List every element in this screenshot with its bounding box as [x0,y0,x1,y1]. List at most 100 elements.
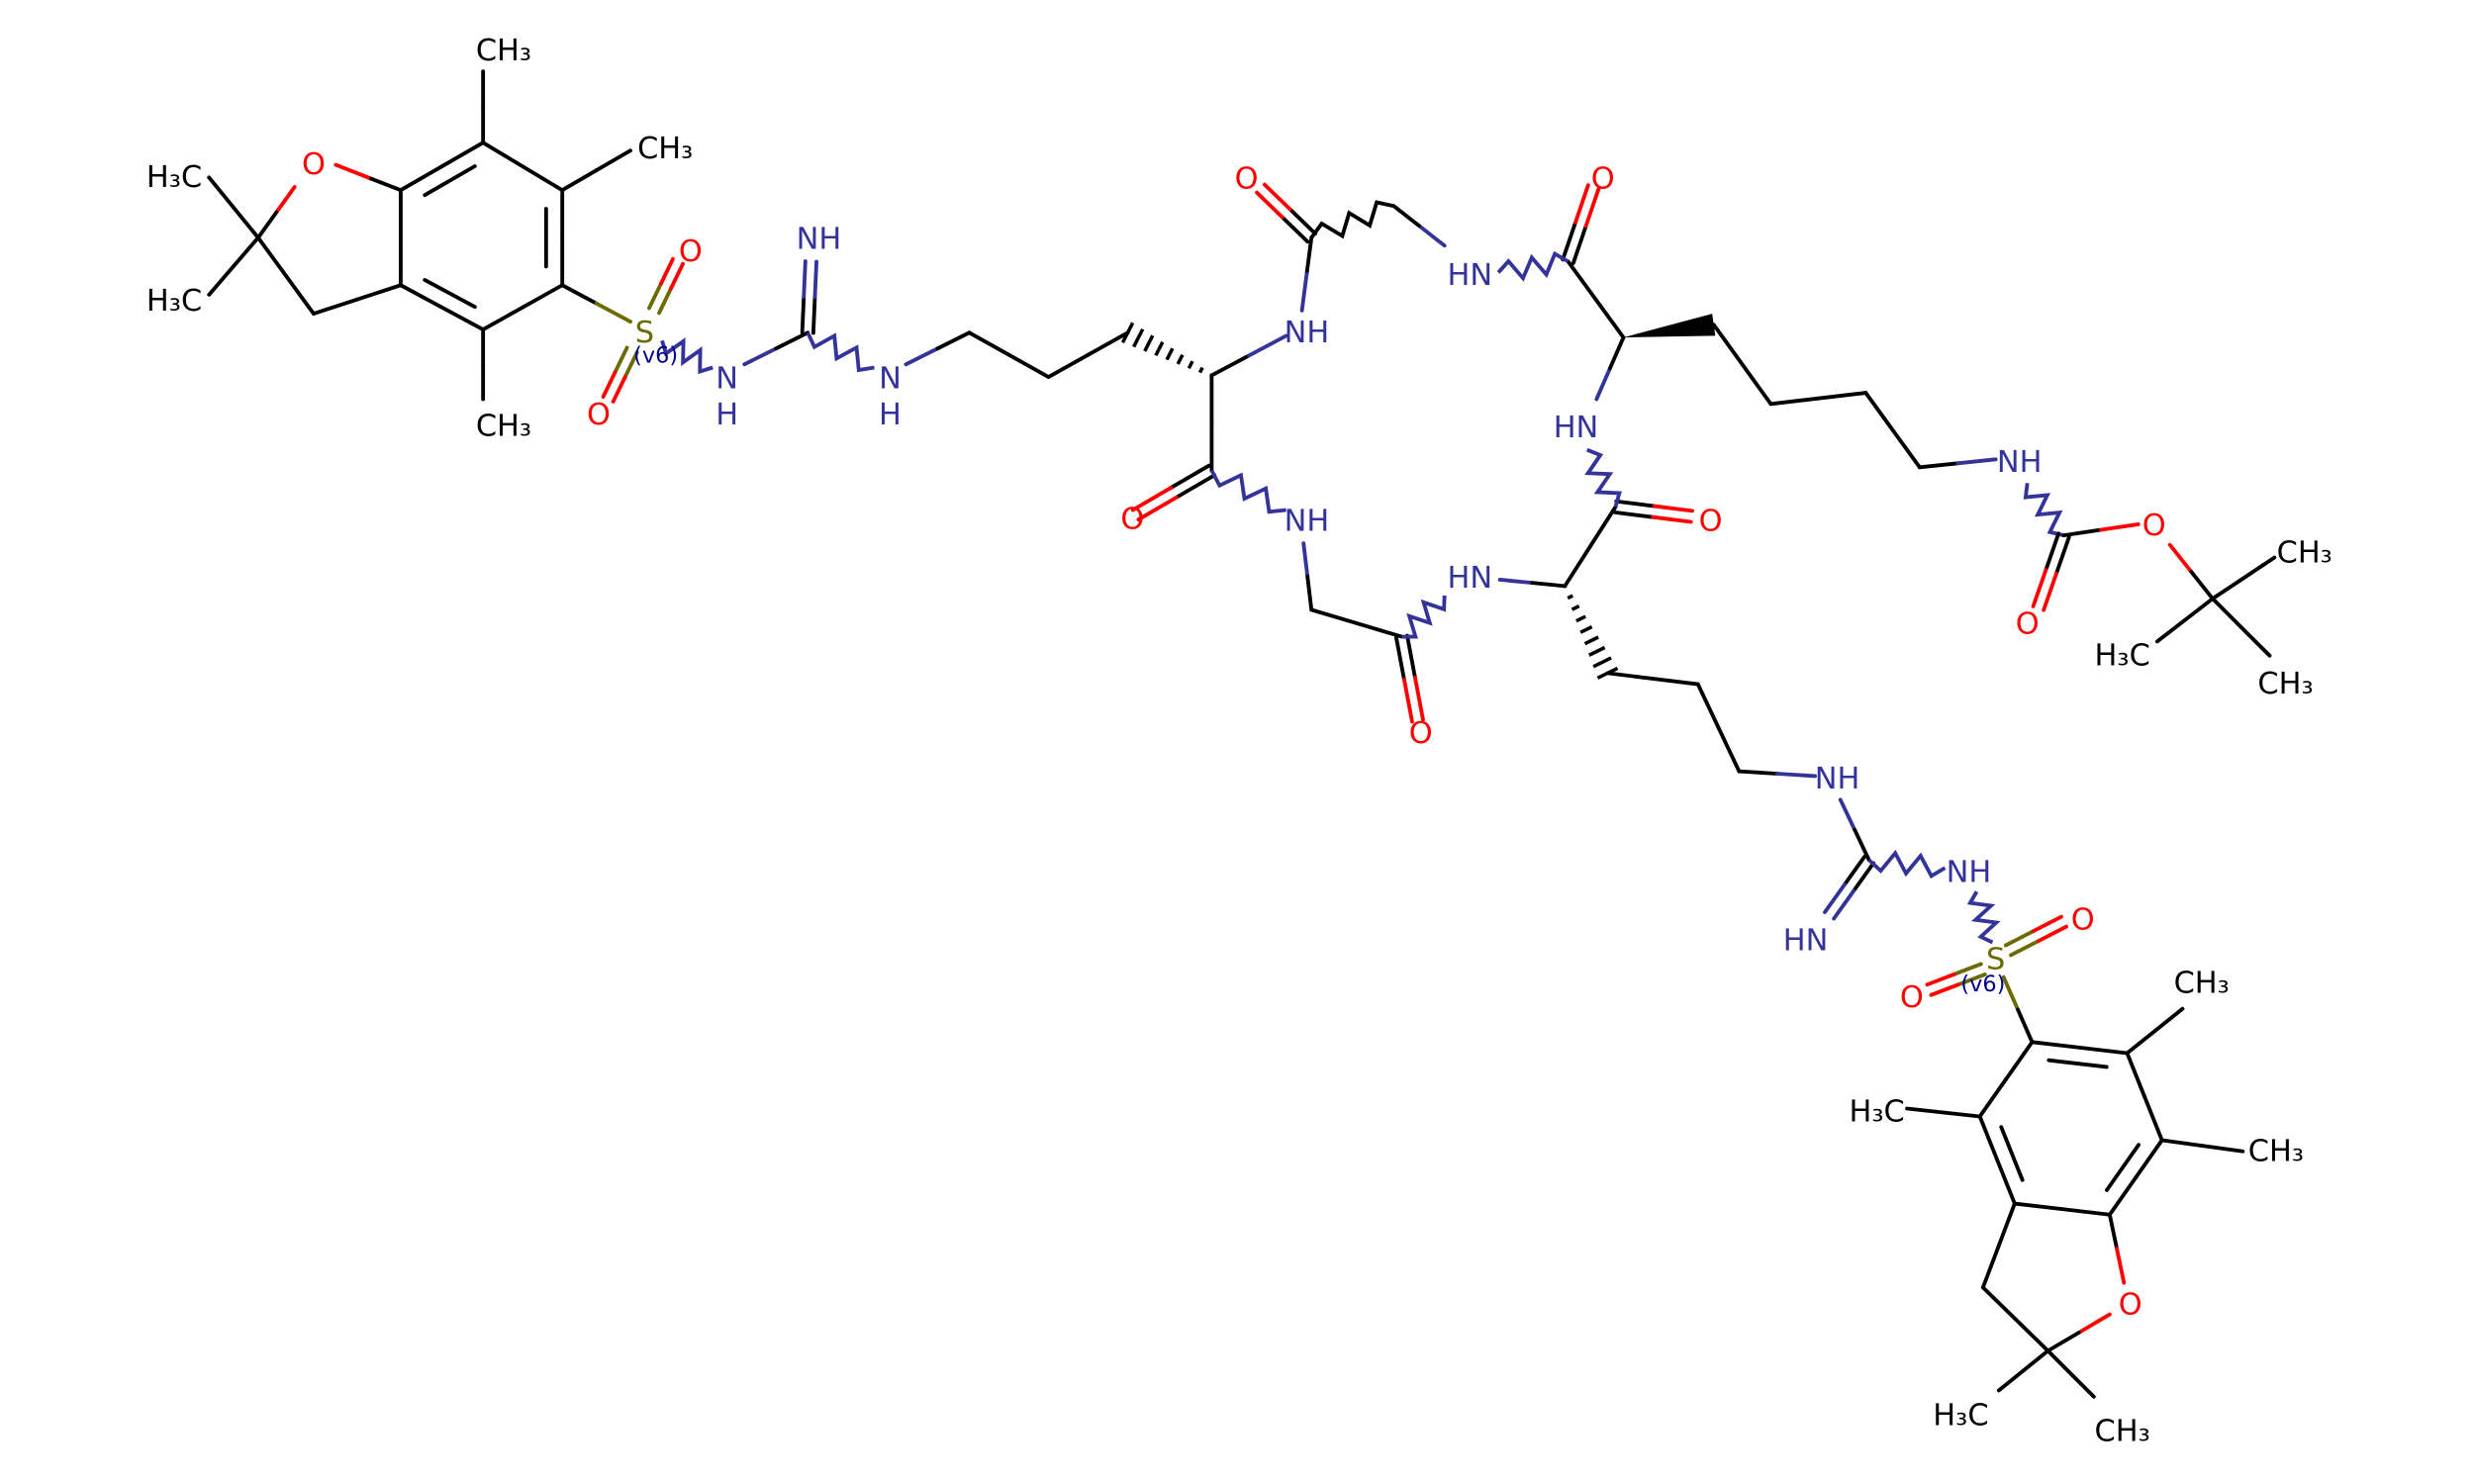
bond [2152,1006,2185,1034]
bond [1301,541,1310,579]
atom-label: H₃C [2095,638,2150,673]
atom-label: CH₃ [2174,967,2230,1001]
ring-bond [2004,1040,2035,1081]
ring-bond [399,164,444,193]
double-bond [601,370,618,399]
ring-bond [2059,1207,2112,1217]
double-bond [669,261,685,291]
bond [1980,1244,2001,1290]
bond [366,175,403,193]
bond [1905,1106,1946,1115]
bond [2182,597,2215,622]
atom-label: H₃C [146,160,202,195]
atom-labels-layer: CH₃CH₃CH₃H₃CH₃COS(v6)OONHNHNHNHOHNOHNOHN… [146,34,2332,1449]
bond [2154,617,2187,644]
bond [2210,576,2246,602]
wavy-bond [1584,447,1622,508]
bond [1006,352,1051,380]
bond [594,301,632,324]
bond [1955,457,1998,466]
atom-label: H [879,398,902,432]
double-bond [1832,888,1856,921]
double-bond [1652,504,1694,513]
double-bond [810,295,817,335]
double-bond [2003,929,2036,948]
ring-bond [481,305,525,331]
bond [2013,1317,2050,1353]
atom-label: O [587,398,611,432]
bond [2241,555,2277,581]
double-bond [1136,495,1179,522]
hashed-wedge-bond [1143,334,1155,352]
bond [2189,570,2215,602]
ring-bond [2012,1201,2064,1212]
ring-bond [521,283,565,310]
bond [207,264,236,297]
bond [594,148,632,173]
double-bond [1583,186,1601,229]
atom-label: O [2119,1288,2142,1323]
hashed-wedge-bond [1120,322,1135,344]
bond [2076,1312,2112,1335]
hashed-wedge-bond [1154,340,1165,357]
hashed-wedge-bond [1588,645,1606,657]
bond [2115,1247,2127,1285]
hashed-wedge-bond [1579,624,1593,634]
double-bond [1612,510,1656,519]
wavy-bond [1309,200,1394,239]
double-bond [2044,531,2061,573]
double-bond [2037,924,2068,943]
bond [1563,544,1592,589]
double-bond [659,256,675,286]
double-bond [657,286,673,316]
atom-label: CH₃ [476,34,531,68]
atom-label: NH [1285,316,1330,350]
atom-label: O [2142,509,2166,543]
bond [1086,330,1130,357]
double-bond [1955,972,1987,987]
atom-label: CH₃ [2257,667,2313,701]
ring-bond [2134,1138,2164,1180]
wavy-bond [1496,250,1570,282]
double-bond [622,350,639,380]
bond [232,205,260,240]
double-bond [1651,514,1693,524]
bond [1608,335,1626,371]
double-bond [1280,215,1310,244]
ring-bond [2142,1094,2164,1143]
double-bond [1951,962,1983,976]
double-bond [1413,676,1425,722]
bond [1587,505,1618,549]
bond [1695,682,1721,730]
bond [967,330,1011,357]
bond [1941,1110,1982,1119]
bond [1530,581,1568,589]
atom-label: O [1591,162,1615,197]
double-bond [2054,535,2071,576]
atom-label: CH₃ [2248,1134,2304,1168]
bond [560,283,599,306]
bond [1651,677,1700,687]
atom-label: N [879,361,902,396]
valence-annotation: (v6) [1960,972,2005,997]
atom-label: O [2071,903,2095,938]
atom-label: O [1120,503,1144,537]
bond [2046,1348,2073,1376]
bond [560,168,599,193]
double-bond [1561,220,1577,262]
double-bond [1262,182,1292,212]
wavy-bond [806,331,875,373]
aromatic-inner-bond [423,164,477,198]
double-bond [1287,207,1318,236]
bond [2200,1144,2245,1154]
bond [207,175,236,210]
double-bond [1402,678,1414,724]
hashed-wedge-bond [1176,353,1185,365]
bond [1853,827,1871,863]
atom-label: HN [1783,923,1829,958]
double-bond [1925,972,1956,987]
atom-label: S [1986,943,2005,977]
bond [935,330,972,351]
double-bond [812,259,818,300]
